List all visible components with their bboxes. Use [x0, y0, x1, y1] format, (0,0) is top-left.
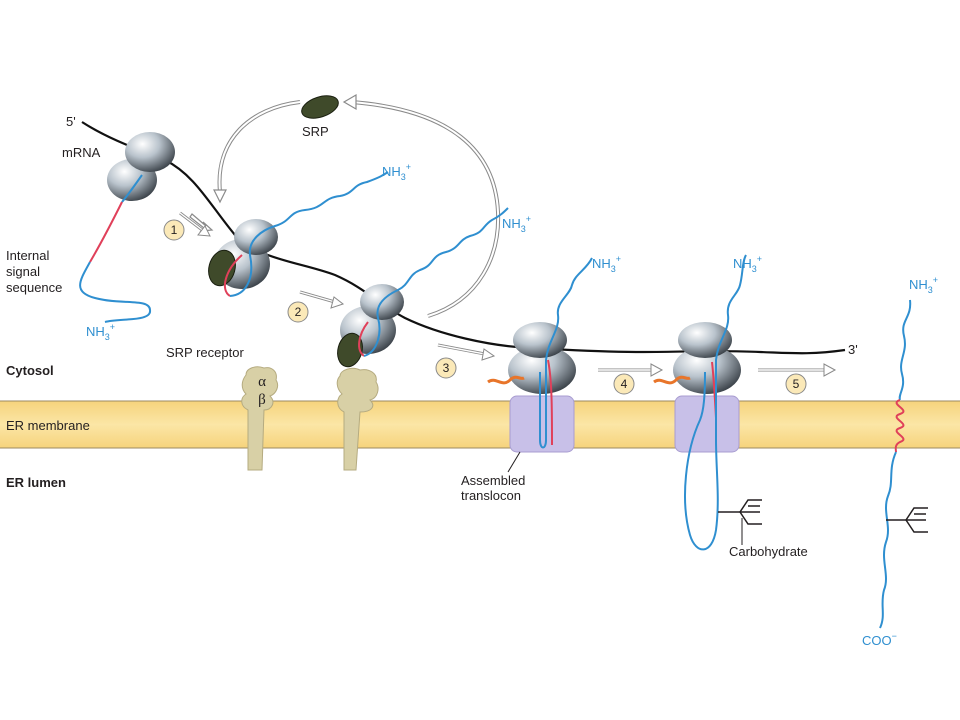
label-mrna: mRNA: [62, 145, 101, 160]
label-er-membrane: ER membrane: [6, 418, 90, 433]
label-srp: SRP: [302, 124, 329, 139]
srp-particle: [301, 95, 339, 119]
mrna-strand: [81, 121, 846, 355]
arrowhead-icon: [481, 348, 496, 361]
label-alpha-subunit: α: [258, 374, 266, 390]
arrowhead-icon: [197, 225, 211, 237]
label-five-prime: 5': [66, 114, 76, 129]
nascent-chain-1-tail: [79, 261, 151, 323]
ribosome-4: [508, 322, 576, 394]
nascent-chain-2: [229, 171, 389, 297]
arrowhead-icon: [342, 93, 357, 111]
translocon-1: [509, 395, 575, 453]
label-nh3-chain-1: NH3+: [86, 322, 115, 342]
svg-text:4: 4: [621, 377, 628, 391]
er-membrane-band: [0, 400, 960, 449]
arrowhead-icon: [650, 363, 664, 377]
ribosome-5: [673, 322, 741, 394]
srp-recycle-arrow-left: [217, 100, 301, 193]
label-cytosol: Cytosol: [6, 363, 54, 378]
assembled-leader: [507, 451, 521, 473]
srp-receptor-free: [241, 366, 279, 471]
carbohydrate-icon: [718, 499, 762, 525]
label-nh3-chain-2: NH3+: [382, 162, 411, 182]
label-translocon: translocon: [461, 488, 521, 503]
label-srp-receptor: SRP receptor: [166, 345, 244, 360]
arrowhead-icon: [823, 363, 837, 377]
label-sequence: sequence: [6, 280, 62, 295]
integrated-protein-chain: [898, 299, 912, 401]
label-nh3-chain-4: NH3+: [592, 254, 621, 274]
internal-signal-sequence-1: [89, 201, 123, 263]
label-beta-subunit: β: [258, 392, 266, 408]
integrated-protein-lumenal: [879, 451, 897, 629]
chain-orange-segment-2: [653, 375, 691, 385]
srp-receptor-bound: [336, 367, 379, 471]
label-assembled: Assembled: [461, 473, 525, 488]
nascent-chain-3: [363, 207, 509, 357]
arrowhead-icon: [213, 189, 227, 204]
signal-sequence-4: [547, 359, 553, 446]
svg-text:2: 2: [295, 305, 302, 319]
step-marker-5: 5: [785, 373, 807, 395]
label-three-prime: 3': [848, 342, 858, 357]
label-signal: signal: [6, 264, 40, 279]
transmembrane-helix: [894, 399, 905, 453]
ribosome-1: [107, 132, 175, 201]
svg-text:5: 5: [793, 377, 800, 391]
label-nh3-chain-3: NH3+: [502, 214, 531, 234]
srp-bound-1: [208, 249, 236, 287]
carbohydrate-icon: [886, 507, 928, 533]
translocon-2: [674, 395, 740, 453]
step-marker-1: 1: [163, 219, 185, 241]
svg-text:3: 3: [443, 361, 450, 375]
chain-orange-segment-1: [487, 375, 525, 385]
arrowhead-icon: [330, 296, 345, 309]
label-carbohydrate: Carbohydrate: [729, 544, 808, 559]
svg-text:1: 1: [171, 223, 178, 237]
label-nh3-chain-5: NH3+: [733, 254, 762, 274]
label-coo: COO−: [862, 631, 897, 648]
label-er-lumen: ER lumen: [6, 475, 66, 490]
signal-sequence-2: [223, 254, 243, 297]
nascent-chain-5: [684, 254, 747, 551]
step-marker-4: 4: [613, 373, 635, 395]
nascent-chain-1: [121, 174, 143, 203]
label-nh3-integrated: NH3+: [909, 275, 938, 295]
signal-sequence-3: [358, 321, 369, 357]
step-marker-2: 2: [287, 301, 309, 323]
label-internal: Internal: [6, 248, 49, 263]
nascent-chain-4: [539, 257, 593, 449]
step-marker-3: 3: [435, 357, 457, 379]
